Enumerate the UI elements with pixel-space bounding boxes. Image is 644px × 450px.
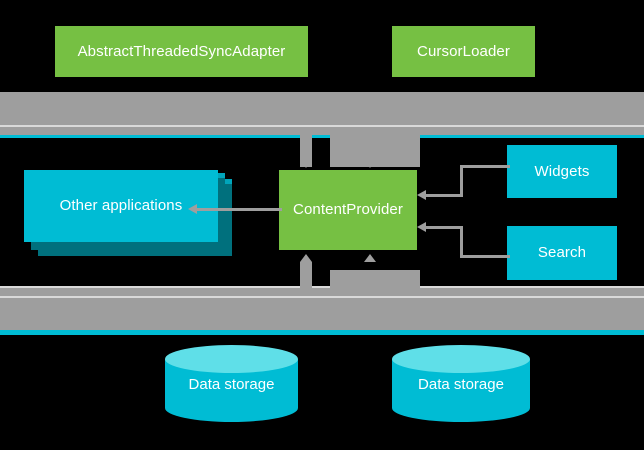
node-search[interactable]: Search (507, 226, 617, 280)
edge-search-hline-bottom (460, 255, 510, 258)
node-abstract-threaded-sync-adapter[interactable]: AbstractThreadedSyncAdapter (55, 26, 308, 77)
cylinder-top-ellipse-left (165, 345, 298, 373)
connector-band-lower-top (0, 288, 644, 296)
stem-sync-adapter (300, 135, 312, 167)
data-storage-left-label: Data storage (188, 375, 275, 393)
arrowhead-datastorage-left-to-provider (300, 254, 312, 262)
arrowhead-datastorage-right-to-provider (364, 254, 376, 262)
arrowhead-widgets-to-provider (417, 190, 426, 200)
edge-search-vline (460, 226, 463, 258)
arrowhead-provider-to-otherapps (188, 204, 197, 214)
arrowhead-search-to-provider (417, 222, 426, 232)
node-cursor-loader[interactable]: CursorLoader (392, 26, 535, 77)
cylinder-top-ellipse-right (392, 345, 530, 373)
node-data-storage-left[interactable]: Data storage (165, 345, 298, 423)
stem-cursor-loader (360, 127, 420, 135)
arrowhead-cursorloader-to-provider (364, 160, 376, 168)
connector-band-upper-accent (0, 135, 644, 138)
connector-band-lower-hairline (0, 286, 644, 288)
stem-datastorage-right (330, 270, 420, 294)
connector-band-lower-hairline-2 (0, 296, 644, 298)
edge-widgets-hline (425, 194, 463, 197)
connector-band-lower-accent (0, 330, 644, 335)
connector-band-lower (0, 298, 644, 330)
connector-band-upper-hairline (0, 125, 644, 127)
connector-band-upper-lower (0, 127, 644, 135)
node-data-storage-right[interactable]: Data storage (392, 345, 530, 423)
edge-search-hline (425, 226, 463, 229)
edge-provider-to-otherapps-line (196, 208, 282, 211)
edge-widgets-hline-top (460, 165, 510, 168)
data-storage-right-label: Data storage (418, 375, 504, 393)
node-content-provider[interactable]: ContentProvider (279, 170, 417, 250)
edge-widgets-vline (460, 165, 463, 196)
connector-band-upper (0, 92, 644, 125)
arrowhead-sync-to-provider (300, 160, 312, 168)
node-other-applications[interactable]: Other applications (24, 170, 218, 242)
node-widgets[interactable]: Widgets (507, 145, 617, 198)
stem-datastorage-left (300, 262, 312, 292)
